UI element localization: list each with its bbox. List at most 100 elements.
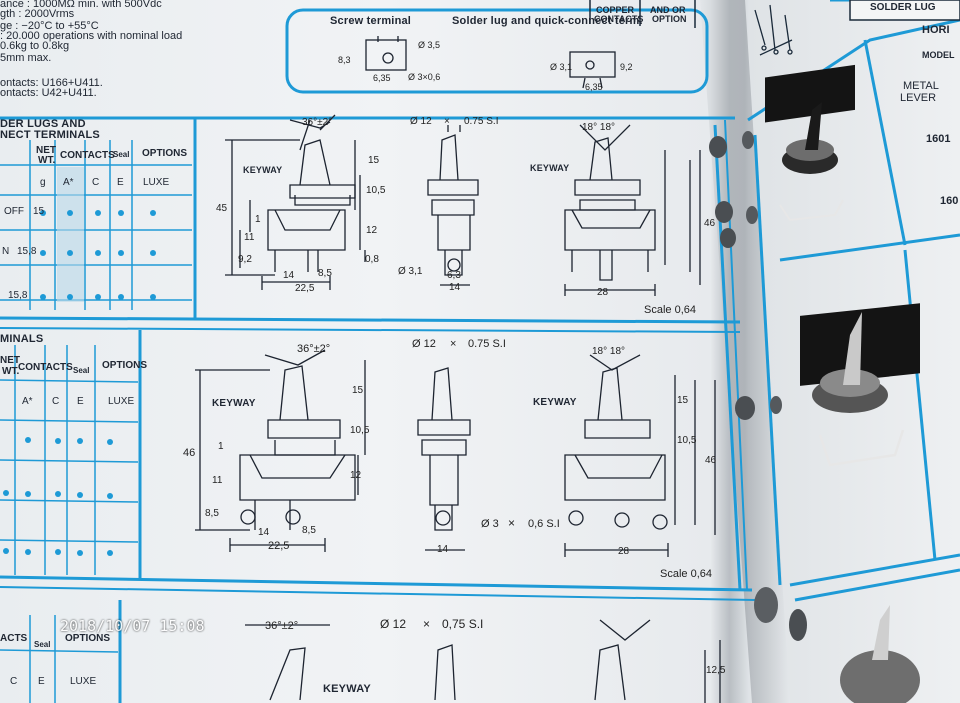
dim-635b: 6,35 [585, 82, 603, 92]
s3-seal: Seal [34, 640, 51, 649]
toggle-switch-photo-3 [840, 605, 920, 703]
contacts-label: CONTACTS [594, 14, 644, 24]
d1-46: 46 [704, 218, 716, 229]
blue-rule-4 [0, 327, 741, 333]
terminal-options-frame [285, 8, 709, 94]
s1-options: OPTIONS [142, 148, 188, 159]
d3-diam: Ø 12 [380, 617, 407, 631]
s2-a: A* [22, 396, 33, 407]
d2-15: 15 [352, 385, 364, 396]
d1-14b: 14 [449, 282, 461, 293]
s1-row1-label: OFF [4, 206, 24, 217]
blue-rule-9 [713, 124, 742, 591]
spec-strength: gth : 2000Vrms [0, 8, 75, 20]
d1-diam: Ø 12 [410, 116, 432, 127]
drawing-2 [195, 349, 716, 557]
model-header: MODEL [922, 50, 955, 60]
drawing-3 [245, 619, 721, 703]
d3-angle: 36°±2° [265, 620, 299, 632]
d1-angle: 36°±2° [302, 117, 333, 128]
d2-105: 10,5 [350, 425, 370, 436]
d2-diam: Ø 12 [412, 338, 436, 350]
d1-1: 1 [255, 214, 261, 225]
model-1601: 1601 [926, 133, 951, 145]
s2-wt: WT. [2, 366, 20, 377]
d1-225: 22,5 [295, 283, 315, 294]
s1-g: g [40, 177, 46, 188]
d3-x: × [423, 617, 431, 631]
d2-x: × [450, 338, 457, 350]
section2-title: MINALS [0, 333, 44, 345]
spec-insulation: ance : 1000MΩ min. with 500Vdc [0, 0, 162, 10]
d2-d3: Ø 3 [481, 518, 499, 530]
d2-85b: 8,5 [302, 525, 316, 536]
s2-luxe: LUXE [108, 396, 135, 407]
s1-row3-weight: 15,8 [8, 290, 28, 301]
d1-12: 12 [366, 225, 378, 236]
solder-lug-label: Solder lug and quick-connect term. [452, 15, 643, 27]
d3-keyway: KEYWAY [323, 683, 371, 695]
s2-net: NET [0, 355, 20, 366]
s1-wt: WT. [38, 155, 56, 166]
d2-thread: 0.75 S.I [468, 338, 506, 350]
metal-lever-2: LEVER [900, 92, 937, 104]
d3-125: 12,5 [706, 665, 726, 676]
d2-46b: 46 [705, 455, 717, 466]
d2-14: 14 [258, 527, 270, 538]
dim-92: 9,2 [620, 62, 633, 72]
dim-d3x06: Ø 3×0,6 [408, 72, 441, 82]
s3-options: OPTIONS [65, 633, 111, 644]
section1-title-1: DER LUGS AND [0, 118, 86, 130]
metal-lever-1: METAL [903, 80, 939, 92]
d2-keyway: KEYWAY [212, 398, 256, 409]
s2-seal: Seal [73, 366, 90, 375]
s3-c: C [10, 676, 18, 687]
d2-14c: 14 [437, 544, 449, 555]
option-label: OPTION [652, 14, 687, 24]
d2-12: 12 [350, 470, 362, 481]
d3-thread: 0,75 S.I [442, 617, 484, 631]
spec-weight: 0.6kg to 0.8kg [0, 40, 70, 52]
d1-14: 14 [283, 270, 295, 281]
s3-contacts: ACTS [0, 633, 28, 644]
s1-seal: Seal [113, 150, 130, 159]
dim-635: 6,35 [373, 73, 391, 83]
top-table-lines [589, 0, 696, 28]
d2-28: 28 [618, 546, 630, 557]
spec-life: : 20.000 operations with nominal load [0, 30, 183, 42]
dim-d35: Ø 3,5 [418, 40, 441, 50]
shaded-contacts-column [57, 167, 84, 302]
s1-row2-weight: 15,8 [17, 246, 37, 257]
d1-08: 0,8 [365, 254, 379, 265]
s1-a: A* [63, 177, 74, 188]
d2-keyway-2: KEYWAY [533, 397, 577, 408]
d2-225: 22,5 [268, 540, 290, 552]
copper-label: COPPER [596, 5, 635, 15]
s1-luxe: LUXE [143, 177, 170, 188]
model-160: 160 [940, 195, 959, 207]
d2-85: 8,5 [205, 508, 219, 519]
d1-63: 6,3 [447, 270, 461, 281]
d1-keyway-2: KEYWAY [530, 163, 570, 173]
option-dots [3, 210, 156, 556]
d1-105: 10,5 [366, 185, 386, 196]
d1-28: 28 [597, 287, 609, 298]
d2-angle: 36°±2° [297, 343, 331, 355]
s1-row1-weight: 15 [33, 206, 45, 217]
d2-1: 1 [218, 441, 224, 452]
and-or-label: AND OR [650, 5, 686, 15]
d2-15b: 15 [677, 395, 689, 406]
d1-92: 9,2 [238, 254, 252, 265]
screw-terminal-label: Screw terminal [330, 15, 412, 27]
d1-15: 15 [368, 155, 380, 166]
s1-net: NET [36, 145, 56, 156]
blue-rule-7 [0, 586, 756, 601]
spec-travel: 5mm max. [0, 52, 52, 64]
horizontal-header: HORI [922, 24, 950, 36]
d1-x: × [444, 116, 450, 127]
s2-contacts: CONTACTS [18, 362, 73, 373]
d1-11: 11 [244, 232, 255, 243]
blue-rule-10 [724, 119, 748, 591]
